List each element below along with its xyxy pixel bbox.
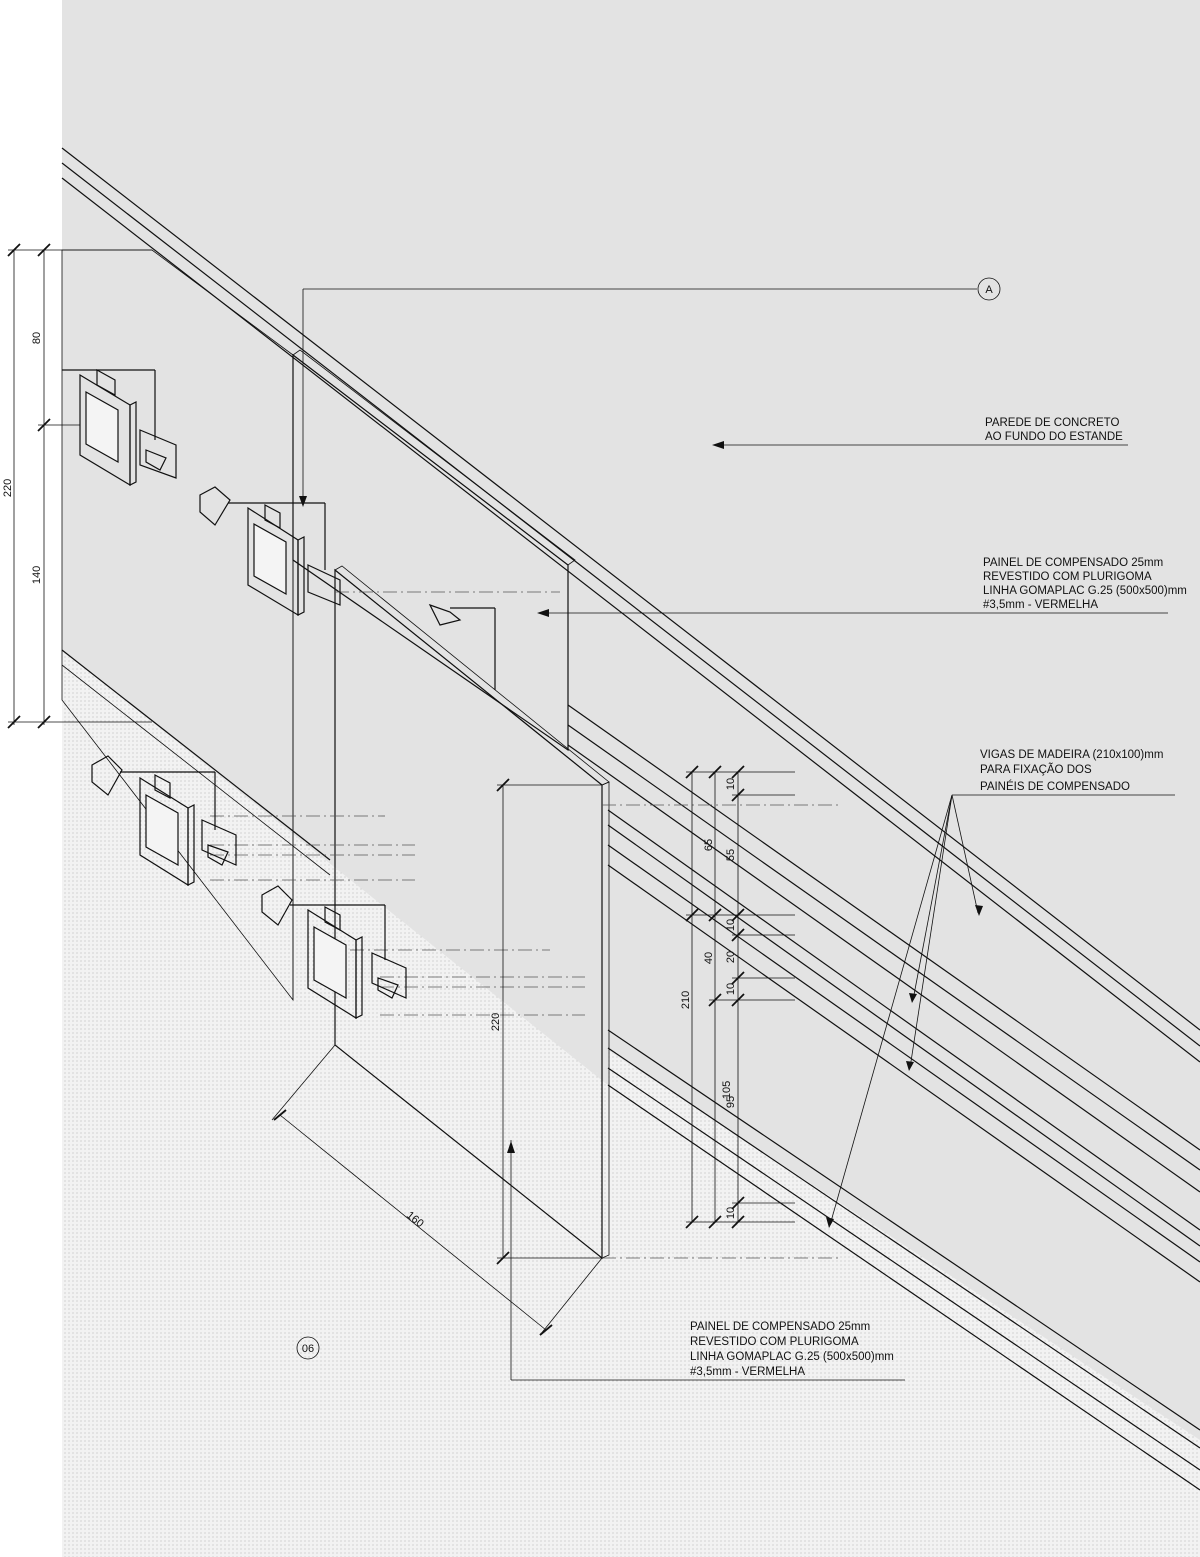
dim-panel-height: 220 — [490, 1013, 502, 1031]
beams-note-line-3: PAINÉIS DE COMPENSADO — [980, 780, 1130, 793]
floor-area-right — [608, 1050, 1200, 1557]
panel-front-note-line-1: PAINEL DE COMPENSADO 25mm — [690, 1321, 870, 1333]
panel-front-note-line-2: REVESTIDO COM PLURIGOMA — [690, 1336, 859, 1348]
dim-left-total: 220 — [2, 479, 14, 497]
panel-back-note-line-4: #3,5mm - VERMELHA — [983, 599, 1098, 611]
panel-height-dimension — [497, 784, 602, 1259]
lower-beams — [607, 1029, 1200, 1491]
panel-width-dimension — [271, 1044, 603, 1336]
spotlight-fixture-3 — [428, 603, 496, 690]
wall-note-line-1: PAREDE DE CONCRETO — [985, 417, 1119, 429]
panel-front-note-line-3: LINHA GOMAPLAC G.25 (500x500)mm — [690, 1351, 894, 1363]
dim-beam-e: 20 — [725, 951, 737, 963]
beams-note-line-2: PARA FIXAÇÃO DOS — [980, 763, 1092, 776]
panel-back-note-line-1: PAINEL DE COMPENSADO 25mm — [983, 557, 1163, 569]
beam-dimension-chain — [686, 771, 795, 1223]
spotlight-fixture-4 — [91, 755, 237, 887]
panel-back-note-line-3: LINHA GOMAPLAC G.25 (500x500)mm — [983, 585, 1187, 597]
section-marker-label: A — [985, 284, 993, 296]
spotlight-fixture-2 — [199, 486, 341, 617]
wall-note-line-2: AO FUNDO DO ESTANDE — [985, 431, 1123, 443]
floor-edge — [61, 649, 331, 861]
dim-beam-d: 55 — [725, 849, 737, 861]
beams-note-line-1: VIGAS DE MADEIRA (210x100)mm — [980, 749, 1163, 761]
dim-beam-g: 10 — [725, 778, 737, 790]
dim-beam-i: 10 — [725, 983, 737, 995]
dim-beam-c: 105 — [721, 1081, 733, 1099]
dim-left-bottom: 140 — [31, 566, 43, 584]
dim-beam-f: 95 — [725, 1096, 737, 1108]
panel-back-note-line-2: REVESTIDO COM PLURIGOMA — [983, 571, 1152, 583]
panel-front-note-line-4: #3,5mm - VERMELHA — [690, 1366, 805, 1378]
dim-left-top: 80 — [31, 332, 43, 344]
detail-number-label: 06 — [302, 1343, 314, 1355]
spotlight-fixture-1 — [62, 368, 177, 487]
dim-beam-b: 40 — [703, 952, 715, 964]
dim-beam-j: 10 — [725, 1207, 737, 1219]
top-beam — [61, 147, 1200, 1063]
spotlight-fixture-5 — [261, 885, 407, 1020]
projection-lines — [210, 591, 840, 1259]
detail-number-circle — [296, 1336, 320, 1360]
beam-leaders — [829, 794, 979, 1226]
dim-beam-total: 210 — [680, 991, 692, 1009]
section-marker-circle — [977, 277, 1001, 301]
dim-beam-h: 10 — [725, 919, 737, 931]
dim-beam-a: 65 — [703, 839, 715, 851]
middle-beams — [567, 704, 1200, 1283]
left-dimension-chain — [7, 243, 152, 729]
